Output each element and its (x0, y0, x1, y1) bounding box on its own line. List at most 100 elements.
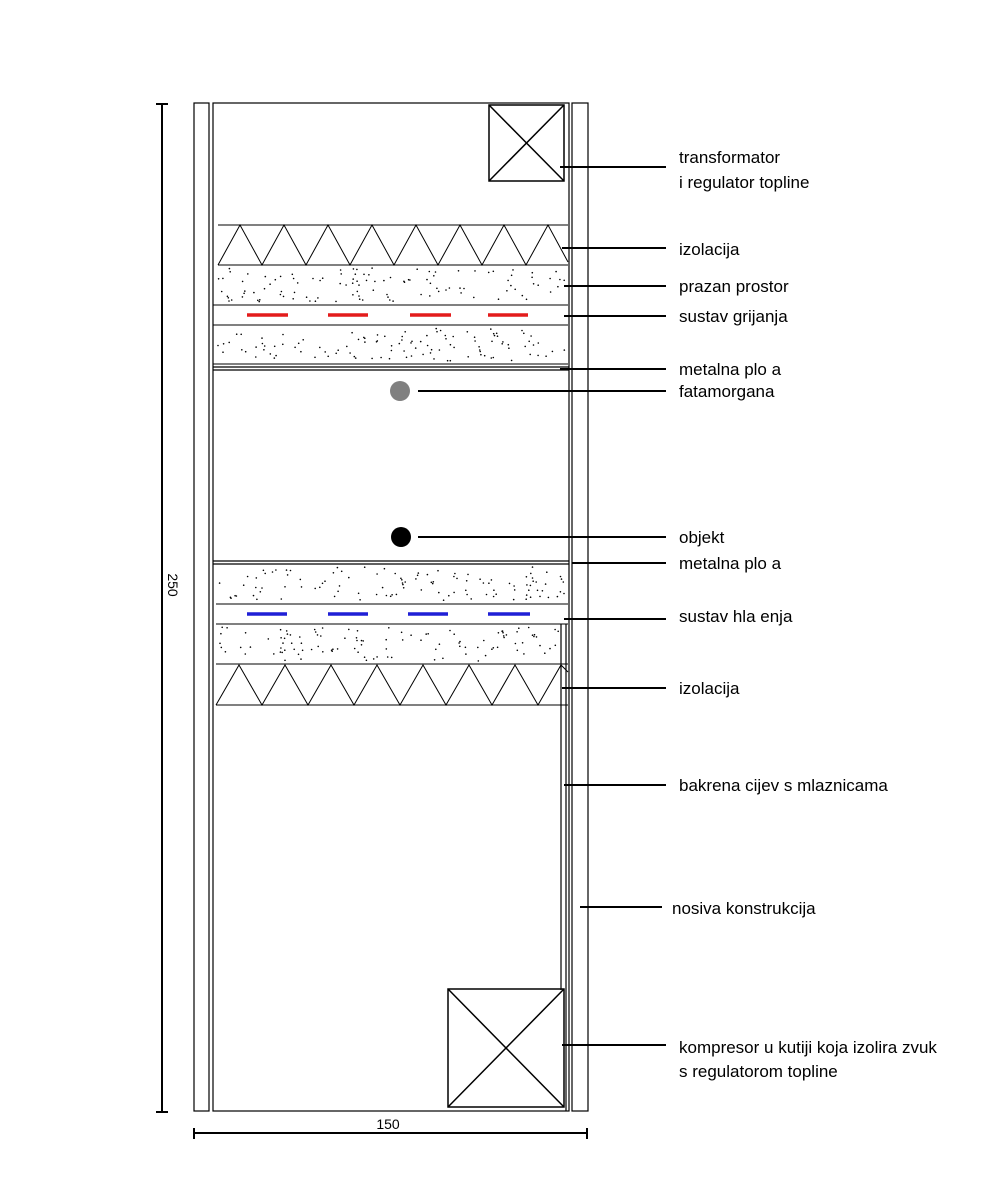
stipple-dot (492, 595, 495, 598)
stipple-dot (537, 284, 539, 287)
stipple-dot (364, 341, 366, 343)
stipple-dot (554, 644, 557, 647)
stipple-dot (490, 328, 492, 330)
stipple-dot (252, 594, 255, 597)
stipple-dot (388, 627, 390, 629)
stipple-dot (535, 581, 537, 583)
stipple-dot (319, 586, 321, 589)
stipple-dot (490, 579, 493, 581)
stipple-dot (356, 639, 358, 642)
stipple-dot (525, 298, 528, 301)
stipple-dot (395, 593, 398, 596)
stipple-dot (385, 594, 388, 597)
stipple-dot (531, 271, 534, 274)
stipple-dot (300, 642, 303, 644)
stipple-dot (521, 294, 524, 297)
label-metal-plate-bottom: metalna plo a (679, 554, 782, 573)
stipple-dot (290, 642, 293, 644)
stipple-dot (436, 287, 438, 290)
stipple-dot (501, 630, 503, 632)
stipple-dot (563, 279, 565, 282)
stipple-dot (313, 628, 316, 631)
stipple-dot (536, 589, 539, 592)
stipple-dot (263, 287, 266, 290)
stipple-dot (526, 584, 528, 586)
stipple-dot (235, 595, 238, 597)
stipple-dot (436, 330, 438, 333)
stipple-dot (392, 300, 394, 302)
stipple-dot (255, 586, 257, 589)
stipple-dot (527, 626, 530, 629)
cooling-layer (216, 603, 568, 665)
stipple-dot (371, 267, 373, 269)
stipple-dot (429, 295, 431, 297)
stipple-dot (405, 356, 408, 359)
label-insulation-top: izolacija (679, 240, 740, 259)
stipple-dot (502, 631, 504, 634)
stipple-dot (269, 353, 272, 355)
stipple-dot (340, 570, 343, 573)
stipple-dot (563, 349, 566, 351)
stipple-dot (333, 595, 336, 598)
stipple-dot (506, 290, 508, 292)
label-object: objekt (679, 528, 725, 547)
stipple-dot (559, 591, 562, 593)
stipple-dot (388, 357, 391, 360)
stipple-dot (249, 646, 252, 648)
stipple-dot (292, 277, 295, 280)
stipple-dot (353, 355, 356, 358)
stipple-dot (363, 273, 365, 276)
compressor-box (447, 988, 565, 1108)
stipple-dot (453, 633, 456, 635)
stipple-dot (239, 646, 242, 649)
stipple-dot (279, 628, 282, 631)
stipple-dot (496, 335, 499, 338)
stipple-dot (259, 591, 262, 593)
stipple-dot (541, 590, 544, 592)
stipple-dot (383, 279, 385, 282)
stipple-dot (352, 294, 354, 296)
stipple-dot (533, 633, 536, 636)
stipple-dot (299, 578, 302, 581)
stipple-dot (363, 566, 366, 568)
stipple-dot (453, 346, 455, 349)
stipple-dot (483, 354, 486, 357)
stipple-dot (401, 579, 403, 581)
stipple-dot (264, 275, 267, 278)
stipple-dot (433, 358, 435, 360)
stipple-dot (310, 648, 313, 651)
stipple-dot (549, 291, 552, 293)
stipple-dot (402, 587, 405, 589)
stipple-dot (442, 599, 445, 601)
stipple-dot (321, 627, 324, 629)
stipple-dot (464, 646, 467, 649)
stipple-dot (557, 285, 559, 288)
stipple-dot (439, 329, 442, 332)
stipple-dot (354, 357, 357, 359)
stipple-dot (474, 340, 476, 342)
stipple-dot (280, 290, 283, 293)
stipple-dot (434, 271, 437, 273)
stipple-dot (348, 628, 350, 631)
stipple-dot (314, 631, 317, 633)
stipple-dot (410, 342, 412, 344)
stipple-dot (221, 626, 223, 629)
stipple-dot (271, 571, 274, 573)
stipple-dot (492, 647, 495, 649)
stipple-dot (442, 657, 444, 660)
stipple-dot (402, 583, 404, 586)
stipple-dot (444, 334, 447, 337)
stipple-dot (537, 342, 540, 344)
stipple-dot (227, 297, 230, 299)
stipple-dot (446, 359, 449, 362)
stipple-dot (495, 332, 498, 335)
stipple-dot (305, 296, 308, 299)
stipple-dot (314, 587, 317, 590)
stipple-dot (371, 357, 373, 360)
stipple-dot (529, 584, 532, 587)
stipple-dot (348, 576, 350, 579)
stipple-dot (297, 653, 300, 656)
stipple-dot (217, 278, 220, 280)
stipple-dot (407, 278, 410, 281)
stipple-dot (339, 269, 342, 271)
